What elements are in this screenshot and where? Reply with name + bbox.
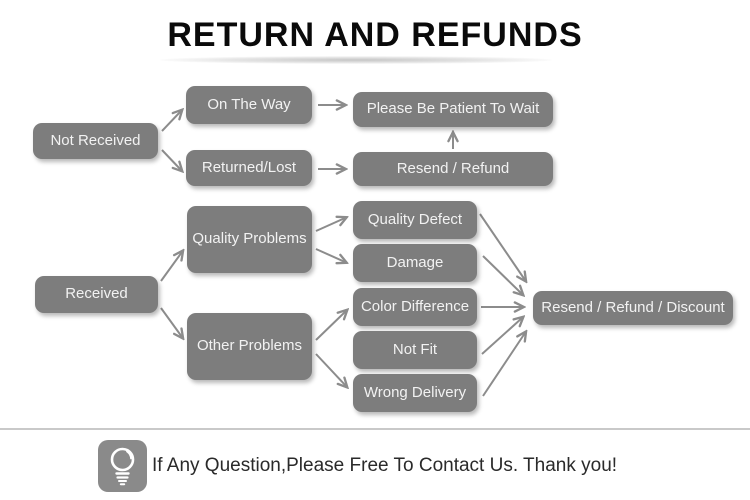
node-received: Received — [35, 276, 158, 313]
node-on-the-way: On The Way — [186, 86, 312, 124]
node-other-problems: Other Problems — [187, 313, 312, 380]
page-title: RETURN AND REFUNDS — [167, 16, 583, 54]
light-bulb-icon — [98, 440, 147, 492]
node-quality-problems: Quality Problems — [187, 206, 312, 273]
node-not-fit: Not Fit — [353, 331, 477, 369]
node-color-difference: Color Difference — [353, 288, 477, 326]
footer-divider — [0, 428, 750, 430]
node-quality-defect: Quality Defect — [353, 201, 477, 239]
node-wrong-delivery: Wrong Delivery — [353, 374, 477, 412]
node-please-be-patient: Please Be Patient To Wait — [353, 92, 553, 127]
node-damage: Damage — [353, 244, 477, 282]
node-resend-refund-discount: Resend / Refund / Discount — [533, 291, 733, 325]
node-returned-lost: Returned/Lost — [186, 150, 312, 186]
node-not-received: Not Received — [33, 123, 158, 159]
node-resend-refund: Resend / Refund — [353, 152, 553, 186]
title-underline-shadow — [160, 56, 552, 64]
footer-message: If Any Question,Please Free To Contact U… — [152, 455, 618, 476]
